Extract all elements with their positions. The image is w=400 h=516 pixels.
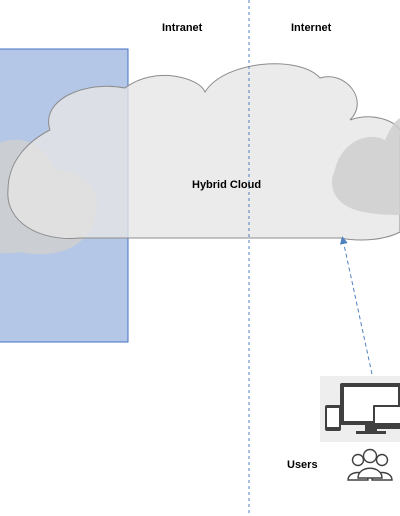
internet-label: Internet [291,22,332,34]
user-access-arrow [339,236,373,375]
users-group-icon [347,448,393,481]
hybrid-cloud-shape [7,63,400,241]
hybrid-cloud-label: Hybrid Cloud [192,179,262,191]
devices-icon [320,376,400,442]
right-inner-cloud [332,118,400,215]
users-label: Users [287,459,318,471]
intranet-label: Intranet [162,22,203,34]
